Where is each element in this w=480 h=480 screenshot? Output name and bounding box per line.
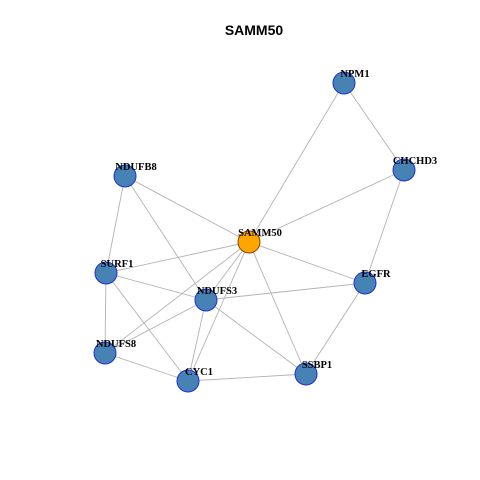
edge-samm50-ndufs8 <box>104 241 250 354</box>
node-label-chchd3: CHCHD3 <box>393 156 437 167</box>
edge-surf1-ndufs8 <box>104 272 107 354</box>
node-label-npm1: NPM1 <box>340 69 369 80</box>
node-ndufb8 <box>113 164 137 188</box>
edge-egfr-ssbp1 <box>305 282 366 375</box>
node-samm50 <box>237 230 261 254</box>
node-egfr <box>353 271 377 295</box>
node-label-surf1: SURF1 <box>101 259 134 270</box>
edge-samm50-chchd3 <box>248 169 405 243</box>
edge-samm50-ndufs3 <box>205 241 250 301</box>
edge-ndufs3-ssbp1 <box>205 299 307 375</box>
node-label-ndufb8: NDUFB8 <box>115 162 156 173</box>
node-label-cyc1: CYC1 <box>185 367 213 378</box>
node-label-egfr: EGFR <box>361 269 391 280</box>
edge-surf1-cyc1 <box>105 272 189 382</box>
edge-npm1-chchd3 <box>343 82 405 171</box>
edge-surf1-ndufs3 <box>105 272 207 301</box>
edges-layer <box>104 82 405 382</box>
node-cyc1 <box>176 369 200 393</box>
node-ndufs3 <box>194 288 218 312</box>
edge-samm50-ssbp1 <box>248 241 307 375</box>
node-label-ndufs3: NDUFS3 <box>197 286 237 297</box>
edge-ndufs3-cyc1 <box>187 299 207 382</box>
node-npm1 <box>332 71 356 95</box>
edge-ndufs3-ndufs8 <box>104 299 207 354</box>
node-label-samm50: SAMM50 <box>238 228 282 239</box>
edge-ndufs3-egfr <box>205 282 366 301</box>
node-label-ssbp1: SSBP1 <box>302 360 332 371</box>
edge-ndufs8-cyc1 <box>104 352 189 382</box>
edge-samm50-cyc1 <box>187 241 250 382</box>
graph-title: SAMM50 <box>225 22 284 38</box>
edge-samm50-surf1 <box>105 241 250 274</box>
node-label-ndufs8: NDUFS8 <box>96 339 136 350</box>
node-ssbp1 <box>294 362 318 386</box>
edge-ndufb8-surf1 <box>105 175 126 274</box>
edge-ndufb8-ndufs3 <box>124 175 207 301</box>
node-chchd3 <box>392 158 416 182</box>
edge-samm50-npm1 <box>248 82 345 243</box>
edge-samm50-egfr <box>248 241 366 284</box>
node-surf1 <box>94 261 118 285</box>
edge-chchd3-egfr <box>364 169 405 284</box>
edge-cyc1-ssbp1 <box>187 373 307 382</box>
edge-samm50-ndufb8 <box>124 175 250 243</box>
nodes-layer <box>93 71 416 393</box>
node-ndufs8 <box>93 341 117 365</box>
